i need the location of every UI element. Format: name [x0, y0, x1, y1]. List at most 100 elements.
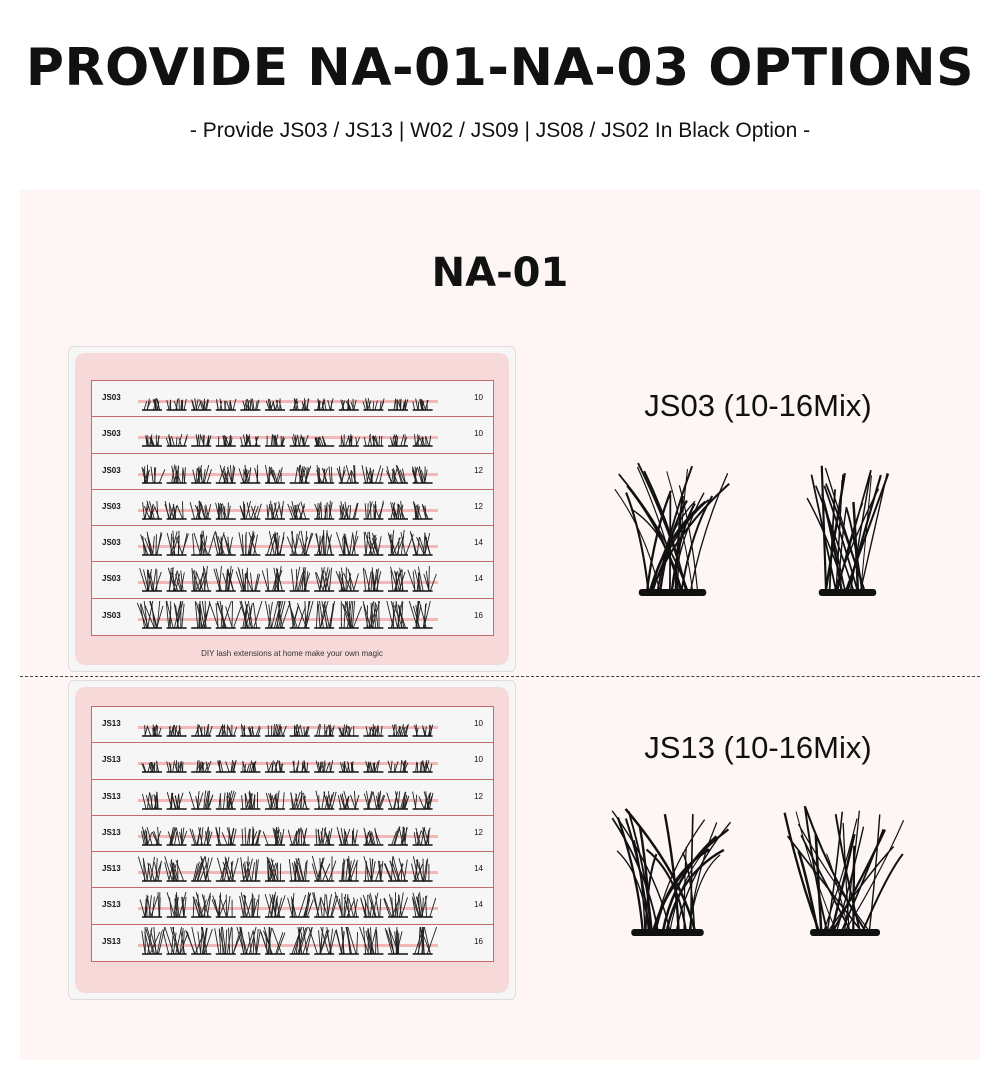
lash-cluster	[142, 724, 162, 737]
lash-cluster	[236, 926, 261, 955]
lash-cluster	[411, 892, 437, 919]
lash-cluster-image	[783, 805, 905, 936]
lash-base	[631, 929, 704, 936]
lash-cluster	[388, 826, 408, 846]
lash-cluster	[338, 398, 359, 411]
lash-strip	[138, 826, 438, 846]
lash-cluster	[412, 398, 433, 411]
lash-cluster	[363, 827, 384, 846]
lash-cluster	[140, 531, 163, 556]
lash-cluster	[264, 464, 285, 484]
lash-cluster	[359, 926, 384, 955]
lash-cluster	[314, 760, 335, 774]
lash-strand	[823, 485, 859, 594]
row-length: 12	[474, 465, 483, 475]
lash-cluster	[214, 926, 243, 955]
lash-cluster	[289, 434, 310, 448]
lash-cluster	[215, 724, 238, 737]
lash-cluster	[215, 790, 237, 810]
lash-strand	[861, 853, 904, 934]
lash-strand	[680, 495, 714, 594]
tray-caption: DIY lash extensions at home make your ow…	[201, 649, 383, 658]
lash-strand	[676, 469, 689, 594]
lash-cluster	[239, 892, 261, 919]
lash-cluster	[213, 566, 236, 593]
lash-cluster	[240, 856, 261, 882]
lash-cluster	[363, 760, 384, 774]
lash-cluster-image	[614, 462, 730, 596]
lash-cluster	[261, 566, 285, 593]
lash-cluster	[338, 434, 361, 448]
lash-strip	[138, 723, 438, 737]
lash-cluster	[191, 464, 212, 484]
lash-cluster	[136, 600, 164, 629]
lash-cluster	[166, 892, 187, 919]
lash-cluster	[191, 892, 212, 919]
lash-strand	[616, 817, 645, 934]
lash-cluster	[211, 893, 236, 919]
lash-cluster	[289, 567, 311, 593]
lash-strand	[663, 813, 680, 934]
lash-strand	[800, 834, 853, 934]
lash-cluster	[265, 790, 285, 810]
lash-strand	[842, 822, 850, 934]
lash-cluster	[191, 760, 212, 774]
lash-cluster	[142, 500, 162, 520]
lash-cluster	[215, 398, 237, 411]
lash-strip	[138, 463, 438, 484]
row-code: JS13	[102, 864, 121, 874]
lash-cluster	[386, 464, 408, 484]
lash-cluster	[336, 530, 359, 556]
lash-cluster	[338, 600, 362, 629]
lash-strip	[138, 530, 438, 556]
page-subtitle: - Provide JS03 / JS13 | W02 / JS09 | JS0…	[189, 119, 811, 142]
lash-cluster	[215, 464, 236, 484]
lash-cluster	[191, 398, 212, 411]
lash-cluster	[191, 856, 213, 882]
lash-strip	[138, 500, 438, 520]
lash-cluster	[335, 567, 359, 593]
lash-cluster	[215, 435, 236, 448]
lash-cluster	[362, 600, 384, 629]
lash-strand	[624, 818, 650, 934]
lash-cluster	[386, 790, 410, 810]
lash-strip	[137, 856, 438, 882]
row-length: 10	[474, 429, 483, 439]
lash-cluster	[363, 434, 384, 448]
lash-strand	[822, 818, 858, 934]
lash-cluster	[185, 926, 213, 955]
lash-strip	[138, 434, 438, 448]
lash-cluster	[308, 926, 337, 955]
lash-cluster	[314, 530, 335, 556]
lash-cluster	[166, 463, 187, 484]
lash-strip	[138, 926, 438, 955]
lash-strand	[636, 466, 680, 594]
lash-cluster	[139, 892, 162, 919]
lash-cluster	[262, 826, 285, 846]
lash-cluster	[238, 464, 261, 484]
lash-cluster	[338, 501, 359, 520]
lash-cluster	[388, 398, 409, 411]
row-code: JS13	[102, 755, 121, 765]
section-title: NA-01	[431, 250, 569, 296]
row-length: 10	[474, 393, 483, 402]
lash-cluster	[363, 724, 384, 737]
row-length: 14	[474, 900, 483, 910]
lash-base	[810, 929, 880, 936]
lash-cluster	[314, 398, 335, 411]
lash-cluster	[314, 435, 335, 448]
lash-strand	[786, 835, 864, 934]
lash-strand	[656, 465, 693, 594]
lash-strand	[843, 810, 860, 934]
lash-cluster	[412, 790, 434, 810]
lash-strand	[810, 474, 838, 594]
lash-cluster	[164, 500, 187, 520]
